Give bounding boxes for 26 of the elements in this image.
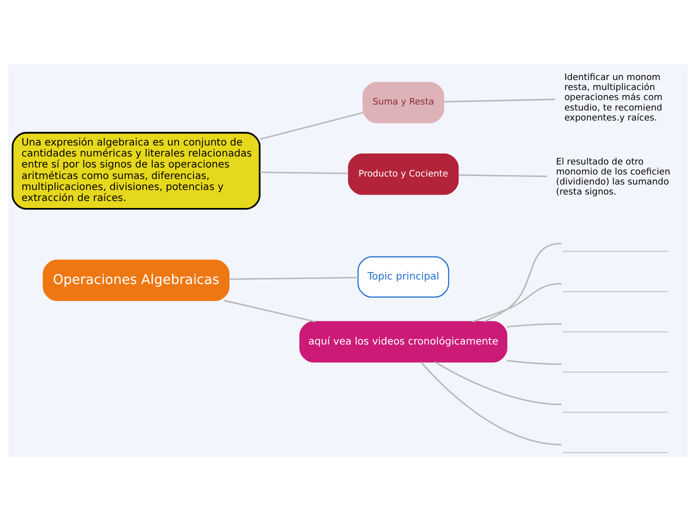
node-box: aquí vea los videos cronológicamente [299,320,508,362]
node-box: Operaciones Algebraicas [42,259,230,301]
connector [260,111,364,140]
connector [224,299,316,322]
node-box: Producto y Cociente [348,152,459,194]
connector [472,282,562,322]
connector [434,360,562,405]
connector [444,98,556,102]
connector [229,276,358,280]
node-line [562,370,668,372]
node-box: Suma y Resta [362,81,444,123]
connector [260,171,348,174]
node-line [562,451,668,453]
connector [506,322,562,328]
node-text: El resultado de otro monomio de los coeficien (dividiendo) las sumando (resta signos. [556,157,670,198]
connector [420,361,562,445]
node-box: Una expresión algebraica es un conjunto de cantidades numéricas y literales relacionadas entre sí por los signos de las operaciones aritméticas como sumas, diferencias, multiplicaciones, divisiones, potencias y extracción de raíces. [12,131,261,210]
connector [506,359,562,364]
node-box: Topic principal [358,256,450,298]
node-line [562,290,668,292]
node-line [562,250,668,252]
connector [484,242,562,322]
node-text: Identificar un monom resta, multiplicación operaciones más com estudio, te recomiend exponentes.y raíces. [564,72,662,123]
node-line [562,411,668,412]
connector [458,174,547,177]
node-line [562,330,668,332]
